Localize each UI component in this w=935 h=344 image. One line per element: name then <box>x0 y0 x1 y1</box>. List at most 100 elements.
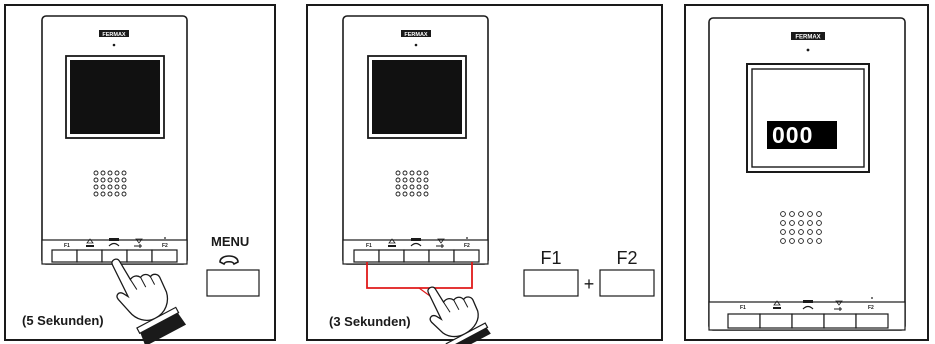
label-menu-mark <box>109 238 119 241</box>
grille-hole <box>93 170 99 176</box>
label-led <box>466 237 468 239</box>
label-led <box>871 297 873 299</box>
grille-hole <box>121 177 127 183</box>
button-f1[interactable] <box>353 249 380 263</box>
f1-label: F1 <box>540 248 561 268</box>
button-down[interactable] <box>126 249 153 263</box>
button-down[interactable] <box>823 313 857 329</box>
f2-key-callout <box>599 269 655 297</box>
grille-hole <box>423 184 429 190</box>
grille-hole <box>107 191 113 197</box>
label-handset-icon <box>108 242 120 247</box>
label-f2: F2 <box>868 305 874 311</box>
button-f2[interactable] <box>855 313 889 329</box>
grille-hole <box>789 238 795 244</box>
grille-hole <box>423 177 429 183</box>
grille-hole <box>807 229 813 235</box>
grille-hole <box>402 184 408 190</box>
button-up[interactable] <box>378 249 405 263</box>
grille-hole <box>816 238 822 244</box>
panel-f1-f2-3-seconds: FERMAX F1 F2 <box>306 4 663 344</box>
brand-logo-text: FERMAX <box>404 32 428 38</box>
down-triangle-icon <box>835 300 843 306</box>
grille-hole <box>780 211 786 217</box>
button-f2[interactable] <box>151 249 178 263</box>
button-f2[interactable] <box>453 249 480 263</box>
connector-to-hand <box>418 287 431 297</box>
grille-hole <box>416 184 422 190</box>
brand-logo <box>791 32 825 40</box>
menu-label: MENU <box>211 234 249 249</box>
down-triangle-icon <box>437 238 445 244</box>
duration-label-3s: (3 Sekunden) <box>329 314 411 329</box>
panel-display-code: FERMAX 000 F1 F2 <box>684 4 929 341</box>
grille-hole <box>798 220 804 226</box>
video-screen-inner <box>751 68 865 168</box>
grille-hole <box>416 170 422 176</box>
up-triangle-icon <box>388 238 396 244</box>
grille-hole <box>107 170 113 176</box>
label-key-icon <box>134 244 142 248</box>
grille-hole <box>114 177 120 183</box>
brand-logo-text: FERMAX <box>795 35 820 41</box>
grille-hole <box>395 170 401 176</box>
duration-label-5s: (5 Sekunden) <box>22 313 104 328</box>
monitor-housing <box>41 15 188 265</box>
grille-hole <box>402 191 408 197</box>
button-up[interactable] <box>759 313 793 329</box>
grille-hole <box>107 177 113 183</box>
menu-key-callout <box>206 269 260 297</box>
button-labels: F1 F2 <box>366 237 470 249</box>
button-f1[interactable] <box>727 313 761 329</box>
button-labels: F1 F2 <box>64 237 168 249</box>
grille-hole <box>93 177 99 183</box>
grille-hole <box>395 177 401 183</box>
button-f1[interactable] <box>51 249 78 263</box>
button-row <box>727 313 889 329</box>
pointing-hand-icon <box>111 258 187 344</box>
brand-logo <box>401 30 431 37</box>
grille-hole <box>409 191 415 197</box>
monitor-device: FERMAX F1 F2 <box>342 15 489 265</box>
grille-hole <box>409 184 415 190</box>
button-up[interactable] <box>76 249 103 263</box>
grille-hole <box>416 177 422 183</box>
grille-hole <box>789 220 795 226</box>
grille-hole <box>798 211 804 217</box>
button-row <box>51 249 178 263</box>
button-down[interactable] <box>428 249 455 263</box>
grille-hole <box>395 191 401 197</box>
grille-hole <box>121 191 127 197</box>
grille-hole <box>798 238 804 244</box>
label-key-icon <box>834 307 842 311</box>
label-handset-icon <box>802 305 814 310</box>
grille-hole <box>409 177 415 183</box>
monitor-device: FERMAX F1 F2 <box>41 15 188 265</box>
code-display-box <box>767 121 837 149</box>
brand-logo <box>99 30 129 37</box>
panel-menu-5-seconds: FERMAX F1 F2 <box>4 4 276 344</box>
monitor-device: FERMAX 000 F1 F2 <box>708 17 906 331</box>
grille-hole <box>780 238 786 244</box>
grille-hole <box>780 220 786 226</box>
grille-hole <box>416 191 422 197</box>
grille-hole <box>114 191 120 197</box>
grille-hole <box>93 191 99 197</box>
grille-hole <box>395 184 401 190</box>
speaker-grille <box>395 170 429 197</box>
grille-hole <box>100 184 106 190</box>
label-up-bar <box>773 307 781 309</box>
pointing-hand-icon <box>427 286 491 344</box>
button-menu[interactable] <box>791 313 825 329</box>
grille-hole <box>402 170 408 176</box>
grille-hole <box>107 184 113 190</box>
plus-sign: + <box>584 274 595 294</box>
grille-hole <box>789 229 795 235</box>
grille-hole <box>93 184 99 190</box>
handset-icon <box>219 255 239 266</box>
grille-hole <box>409 170 415 176</box>
button-menu[interactable] <box>403 249 430 263</box>
grille-hole <box>816 229 822 235</box>
camera-dot <box>414 43 418 47</box>
